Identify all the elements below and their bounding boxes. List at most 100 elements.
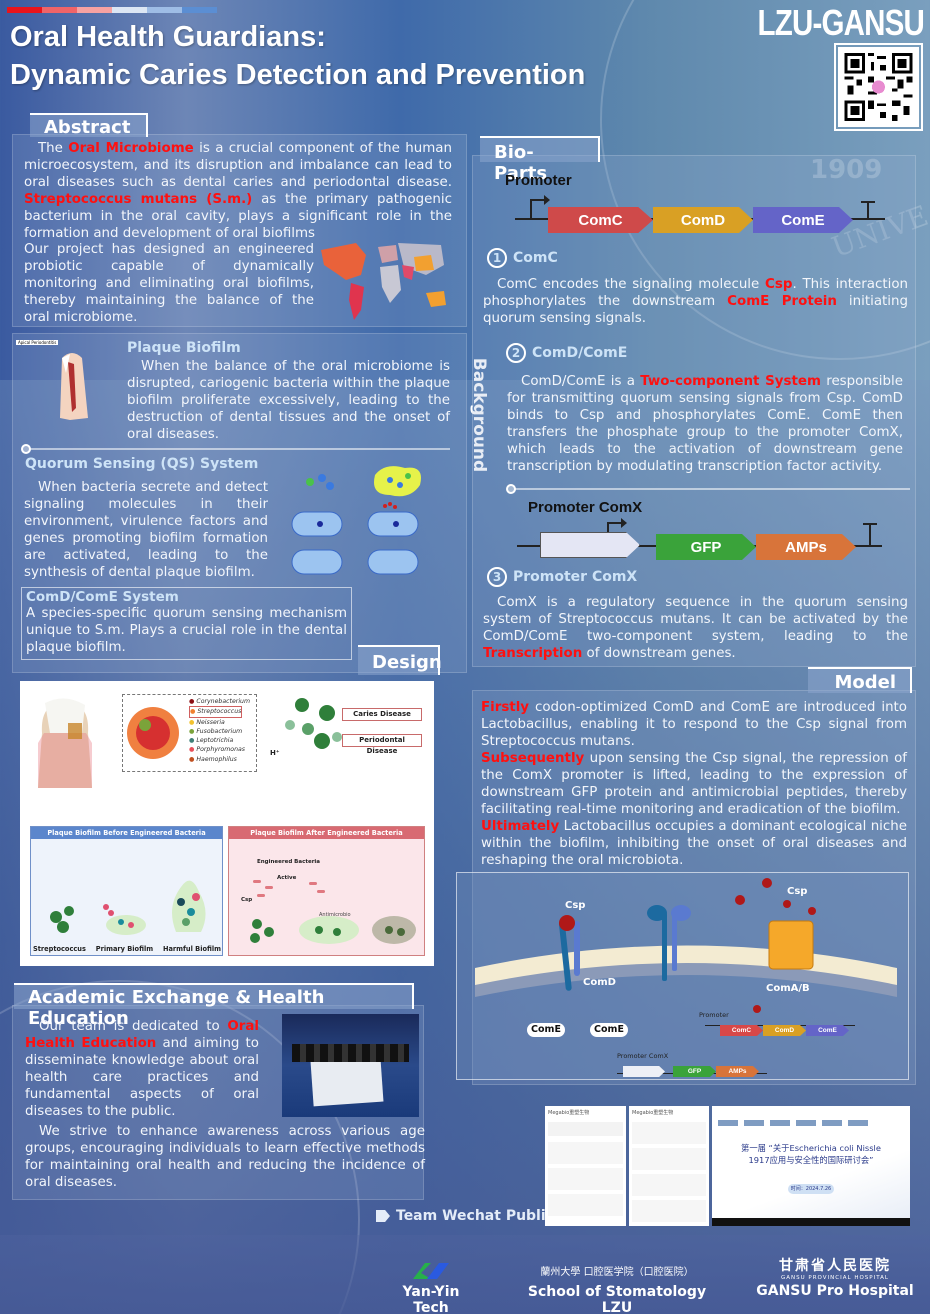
symposium-title-line-2: 1917应用与安全性的国际研讨会” bbox=[748, 1155, 874, 1165]
model-heading: Model bbox=[808, 667, 912, 693]
label-streptococcus: Streptococcus bbox=[33, 945, 86, 953]
before-panel: Plaque Biofilm Before Engineered Bacteri… bbox=[30, 826, 223, 956]
label-primary-biofilm: Primary Biofilm bbox=[95, 945, 154, 953]
plaque-biofilm-text: When the balance of the oral microbiome … bbox=[127, 359, 450, 442]
gene-gfp: GFP bbox=[656, 534, 756, 560]
text: is a crucial component of the human micr… bbox=[24, 141, 452, 190]
mini-gene-gfp: GFP bbox=[673, 1066, 716, 1077]
antimicrobial-label: Antimicrobio bbox=[319, 912, 351, 918]
wechat-screenshot-1[interactable]: Megabio重塑生物 bbox=[545, 1106, 626, 1226]
slide-footer-bar bbox=[712, 1218, 910, 1226]
tooth-image-label: Apical Periodontitis bbox=[16, 340, 59, 345]
text: as the primary pathogenic bacterium in t… bbox=[24, 192, 452, 241]
legend-item: ● Corynebacterium bbox=[189, 698, 250, 705]
highlight-subsequently: Subsequently bbox=[481, 751, 585, 766]
after-panel-title: Plaque Biofilm After Engineered Bacteria bbox=[229, 827, 424, 839]
periodontal-disease-label: Periodontal Disease bbox=[342, 734, 422, 755]
engineered-bacteria-label: Engineered Bacteria bbox=[257, 859, 320, 865]
watermark-year: 1909 bbox=[810, 155, 883, 185]
csp-label-left: Csp bbox=[565, 900, 586, 911]
highlight-csp: Csp bbox=[765, 277, 793, 292]
biofilm-after-illustration bbox=[250, 880, 416, 944]
qr-code-icon[interactable] bbox=[834, 43, 923, 131]
poster-title: Oral Health Guardians: Dynamic Caries De… bbox=[10, 18, 585, 94]
title-line-2: Dynamic Caries Detection and Prevention bbox=[10, 59, 586, 91]
gene-come: ComE bbox=[753, 207, 853, 233]
arrow-right-icon bbox=[376, 1210, 390, 1222]
hospital-logo-text: 甘肃省人民医院 bbox=[779, 1258, 891, 1274]
footer-band bbox=[0, 1235, 930, 1314]
sponsor-gansu-hospital[interactable]: 甘肃省人民医院 GANSU PROVINCIAL HOSPITAL GANSU … bbox=[756, 1258, 914, 1299]
after-panel: Plaque Biofilm After Engineered Bacteria… bbox=[228, 826, 425, 956]
legend-item: ● Fusobacterium bbox=[189, 727, 243, 735]
comde-text: ComD/ComE is a Two-component System resp… bbox=[507, 374, 903, 474]
legend-item: ● Leptotrichia bbox=[189, 737, 234, 745]
biofilm-before-illustration bbox=[50, 880, 206, 935]
yan-yin-logo-icon bbox=[386, 1258, 476, 1284]
membrane-illustration bbox=[475, 878, 897, 1013]
comde-system-title: ComD/ComE System bbox=[26, 589, 179, 605]
highlight-firstly: Firstly bbox=[481, 700, 530, 715]
screenshot-title: Megabio重塑生物 bbox=[548, 1110, 590, 1116]
bacteria-cluster-illustration bbox=[285, 698, 342, 749]
legend-item: ● Neisseria bbox=[189, 718, 225, 726]
comc-title: ComC bbox=[513, 250, 558, 266]
symposium-date: 时间：2024.7.26 bbox=[788, 1184, 834, 1194]
mini-promoter-comx bbox=[623, 1066, 665, 1077]
abstract-text-project: Our project has designed an engineered p… bbox=[24, 242, 314, 325]
sponsor-logos bbox=[718, 1120, 868, 1126]
header-color-bar bbox=[7, 7, 217, 13]
symposium-slide[interactable]: 第一届 “关于Escherichia coli Nissle 1917应用与安全… bbox=[712, 1106, 910, 1226]
sponsor-label: Yan-Yin Tech bbox=[402, 1284, 460, 1314]
hospital-logo-subtext: GANSU PROVINCIAL HOSPITAL bbox=[781, 1275, 889, 1281]
come-unphosphorylated: ComE bbox=[590, 1023, 628, 1037]
microbiome-legend: ● Corynebacterium ● Streptococcus ● Neis… bbox=[189, 697, 250, 764]
title-line-1: Oral Health Guardians: bbox=[10, 21, 326, 53]
academic-text-2: We strive to enhance awareness across va… bbox=[25, 1124, 425, 1190]
text: and aiming to disseminate knowledge abou… bbox=[25, 1036, 259, 1119]
lzu-logo-text: 蘭州大學 口腔医学院（口腔医院） bbox=[540, 1267, 694, 1278]
sponsor-school-of-stomatology[interactable]: 蘭州大學 口腔医学院（口腔医院） School of Stomatology L… bbox=[520, 1262, 714, 1314]
abstract-heading: Abstract bbox=[30, 113, 148, 138]
divider bbox=[30, 448, 450, 450]
team-brand: LZU-GANSU bbox=[757, 2, 925, 43]
mini-gene-come: ComE bbox=[806, 1025, 849, 1036]
design-heading: Design bbox=[358, 645, 442, 675]
promoter-comx-text: ComX is a regulatory sequence in the quo… bbox=[483, 595, 908, 661]
bioparts-panel bbox=[472, 155, 916, 667]
plaque-biofilm-title: Plaque Biofilm bbox=[127, 340, 241, 356]
tooth-illustration bbox=[38, 698, 92, 788]
highlight-oral-health-education: Oral Health Education bbox=[25, 1019, 259, 1051]
promoter-comx-small-label: Promoter ComX bbox=[617, 1052, 669, 1060]
team-members bbox=[292, 1044, 409, 1062]
symposium-title: 第一届 “关于Escherichia coli Nissle 1917应用与安全… bbox=[712, 1142, 910, 1166]
team-flag bbox=[310, 1056, 384, 1107]
sponsor-yan-yin[interactable]: Yan-Yin Tech bbox=[386, 1258, 476, 1314]
comd-label: ComD bbox=[583, 977, 616, 988]
wechat-public-link[interactable]: Team Wechat Public bbox=[376, 1208, 554, 1224]
legend-item: ● Porphyromonas bbox=[189, 746, 246, 754]
academic-heading: Academic Exchange & Health Education bbox=[14, 983, 414, 1029]
model-text: Firstly codon-optimized ComD and ComE ar… bbox=[481, 700, 907, 868]
microbiome-cluster-illustration bbox=[127, 707, 179, 759]
divider bbox=[515, 488, 910, 490]
comde-system-text: A species-specific quorum sensing mechan… bbox=[26, 606, 347, 655]
comde-title: ComD/ComE bbox=[532, 345, 628, 361]
model-panel bbox=[472, 690, 916, 1085]
sponsor-label: GANSU Pro Hospital bbox=[756, 1283, 914, 1299]
text: Our team is dedicated to bbox=[39, 1019, 228, 1034]
highlight-come-protein: ComE Protein bbox=[727, 294, 837, 309]
before-labels: Streptococcus Primary Biofilm Harmful Bi… bbox=[33, 945, 221, 953]
number-3-icon: 3 bbox=[487, 567, 507, 587]
qs-system-title: Quorum Sensing (QS) System bbox=[25, 456, 259, 472]
highlight-ultimately: Ultimately bbox=[481, 819, 560, 834]
wechat-screenshot-2[interactable]: Megabio重塑生物 bbox=[629, 1106, 709, 1226]
comc-text: ComC encodes the signaling molecule Csp.… bbox=[483, 277, 908, 326]
highlight-s-mutans: Streptococcus mutans (S.m.) bbox=[24, 192, 253, 207]
csp-label: Csp bbox=[241, 897, 253, 903]
abstract-text-top: The Oral Microbiome is a crucial compone… bbox=[24, 140, 452, 242]
academic-text-1: Our team is dedicated to Oral Health Edu… bbox=[25, 1018, 259, 1120]
bioparts-heading: Bio-Parts bbox=[480, 136, 600, 184]
gene-amps: AMPs bbox=[756, 534, 856, 560]
